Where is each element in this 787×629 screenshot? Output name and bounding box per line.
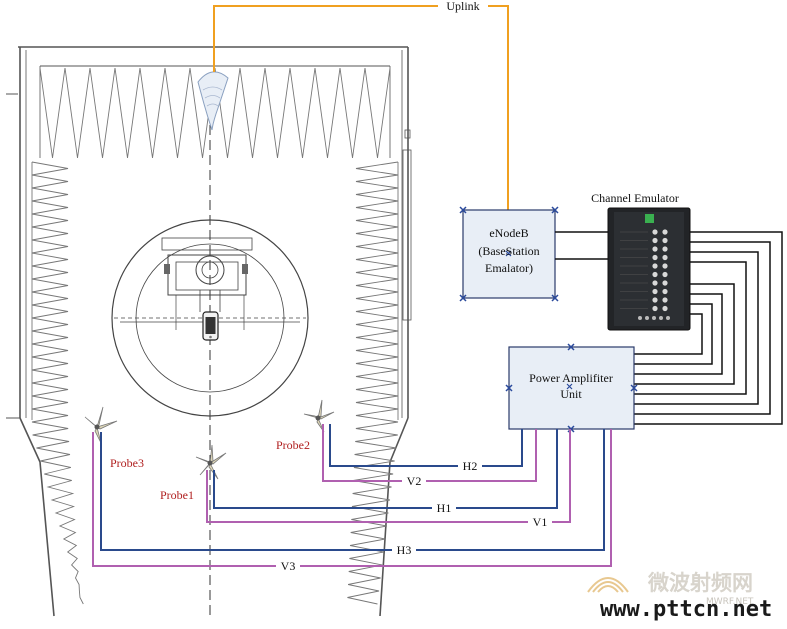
h2-label: H2 xyxy=(463,459,478,473)
probe1-label: Probe1 xyxy=(160,488,194,502)
turntable xyxy=(111,219,309,417)
emulator-cables xyxy=(634,231,783,425)
absorber-cones xyxy=(31,67,399,605)
channel-emulator-label: Channel Emulator xyxy=(591,191,679,205)
h1-line xyxy=(213,429,558,509)
v1-line xyxy=(206,429,571,523)
probe3-label: Probe3 xyxy=(110,456,144,470)
h3-line xyxy=(100,429,605,551)
v2-label: V2 xyxy=(407,474,422,488)
probe-icons xyxy=(84,399,335,480)
probe2-antenna-icon xyxy=(303,399,335,433)
enodeb-label-line3: Emalator) xyxy=(485,261,533,275)
power-amplifier-box: Power Amplifiter Unit xyxy=(505,343,638,433)
watermark-logo-icon xyxy=(587,577,629,593)
v3-line xyxy=(92,429,612,567)
enodeb-label-line2: (BaseStation xyxy=(478,244,539,258)
uplink-label: Uplink xyxy=(446,0,479,13)
h2-line xyxy=(329,424,523,467)
h3-label: H3 xyxy=(397,543,412,557)
watermark-url: www.pttcn.net xyxy=(600,597,772,622)
watermark: 微波射频网 MWRF.NET www.pttcn.net xyxy=(587,571,772,622)
v3-label: V3 xyxy=(281,559,296,573)
h1-label: H1 xyxy=(437,501,452,515)
horn-antenna-icon xyxy=(197,71,229,131)
v2-line xyxy=(322,424,537,482)
probe2-label: Probe2 xyxy=(276,438,310,452)
connection-labels: H2 V2 H1 V1 H3 V3 xyxy=(276,459,552,573)
pa-label-line2: Unit xyxy=(560,387,582,401)
probe1-antenna-icon xyxy=(195,444,227,480)
enodeb-label-line1: eNodeB xyxy=(489,226,528,240)
enodeb-box: eNodeB (BaseStation Emalator) xyxy=(459,206,559,302)
enodeb-emulator-links xyxy=(555,231,608,260)
watermark-cn: 微波射频网 xyxy=(647,571,753,595)
uplink-line xyxy=(213,5,509,210)
pa-label-line1: Power Amplifiter xyxy=(529,371,613,385)
channel-emulator-device xyxy=(607,207,691,331)
phone-icon xyxy=(202,311,219,341)
anechoic-chamber xyxy=(6,46,412,617)
v1-label: V1 xyxy=(533,515,548,529)
watermark-small: MWRF.NET xyxy=(706,597,754,607)
probe3-antenna-icon xyxy=(84,406,118,444)
